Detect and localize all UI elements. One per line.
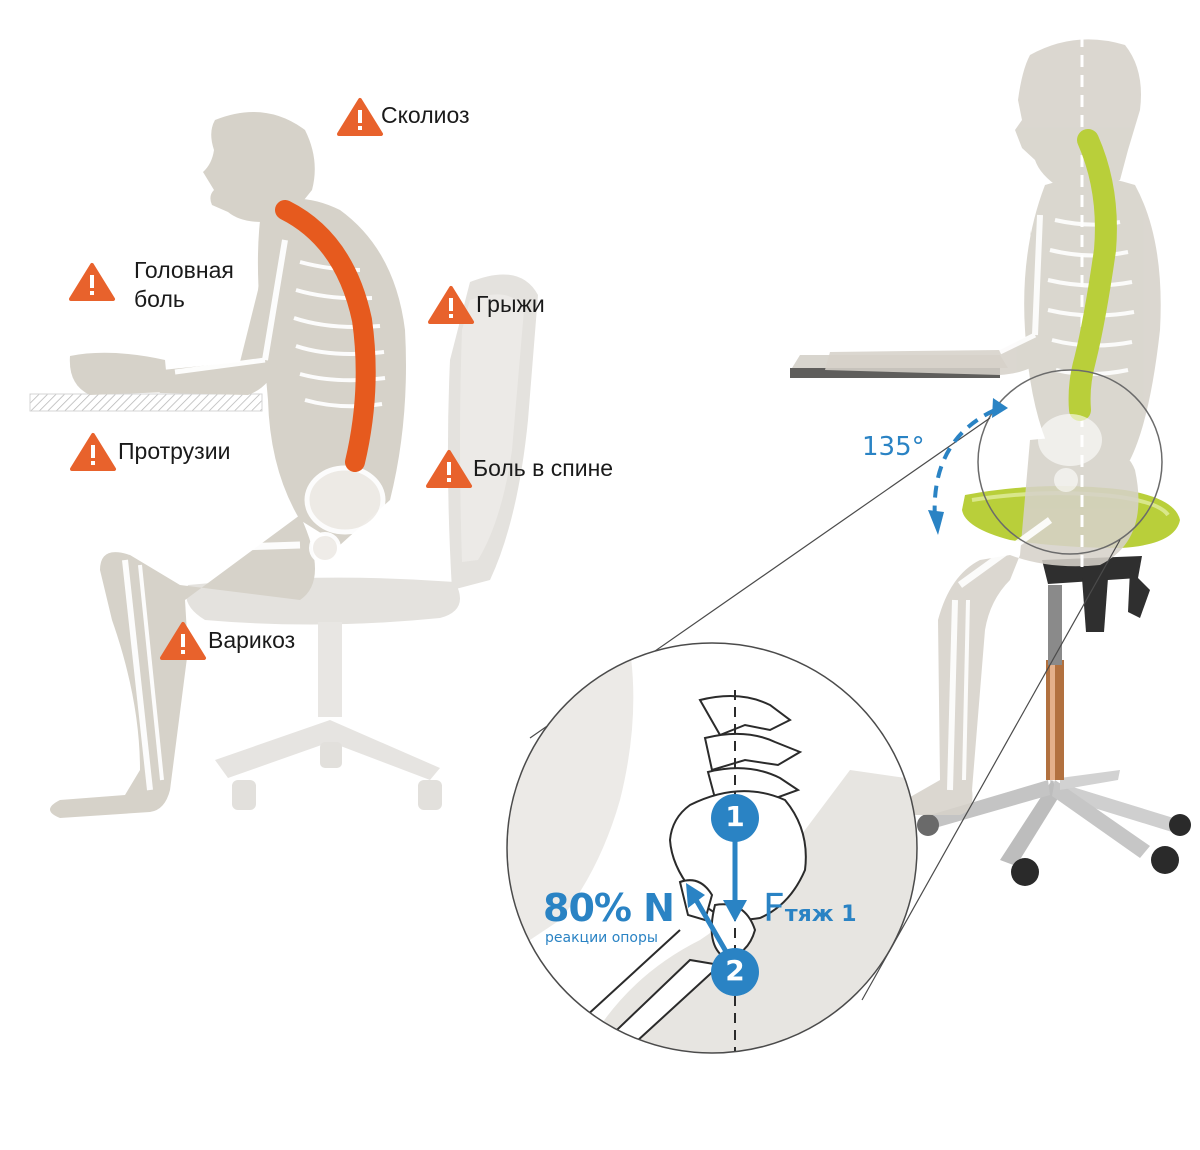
gravity-force-label: Fтяж 1 <box>763 886 857 930</box>
warning-icon <box>160 622 206 660</box>
slouching-person <box>50 112 406 818</box>
reaction-force-value: 80% N <box>543 886 675 930</box>
angle-arc <box>928 398 1008 535</box>
warning-label-backpain: Боль в спине <box>473 455 614 481</box>
warning-icon <box>69 263 115 301</box>
reaction-force-caption: реакции опоры <box>545 930 658 946</box>
bad-spine <box>275 200 376 472</box>
gravity-force-symbol: F <box>763 886 785 930</box>
warning-label-hernia: Грыжи <box>476 291 545 317</box>
gravity-force-subscript: тяж 1 <box>784 902 857 927</box>
angle-label: 135° <box>862 432 925 462</box>
warning-label-headache: Головная боль <box>134 257 234 312</box>
warning-icon <box>337 98 383 136</box>
good-spine <box>1068 129 1117 421</box>
marker-2-label: 2 <box>725 954 745 987</box>
zoom-view <box>506 642 918 1054</box>
warning-icon <box>428 286 474 324</box>
warning-label-protrusion: Протрузии <box>118 438 231 464</box>
warning-icon <box>70 433 116 471</box>
desk-left <box>29 393 263 412</box>
warning-label-scoliosis: Сколиоз <box>381 102 470 128</box>
warning-label-varicose: Варикоз <box>208 627 296 653</box>
warning-icon <box>426 450 472 488</box>
marker-1-label: 1 <box>725 800 745 833</box>
upright-person <box>825 39 1161 815</box>
upright-skeleton <box>947 214 1135 791</box>
